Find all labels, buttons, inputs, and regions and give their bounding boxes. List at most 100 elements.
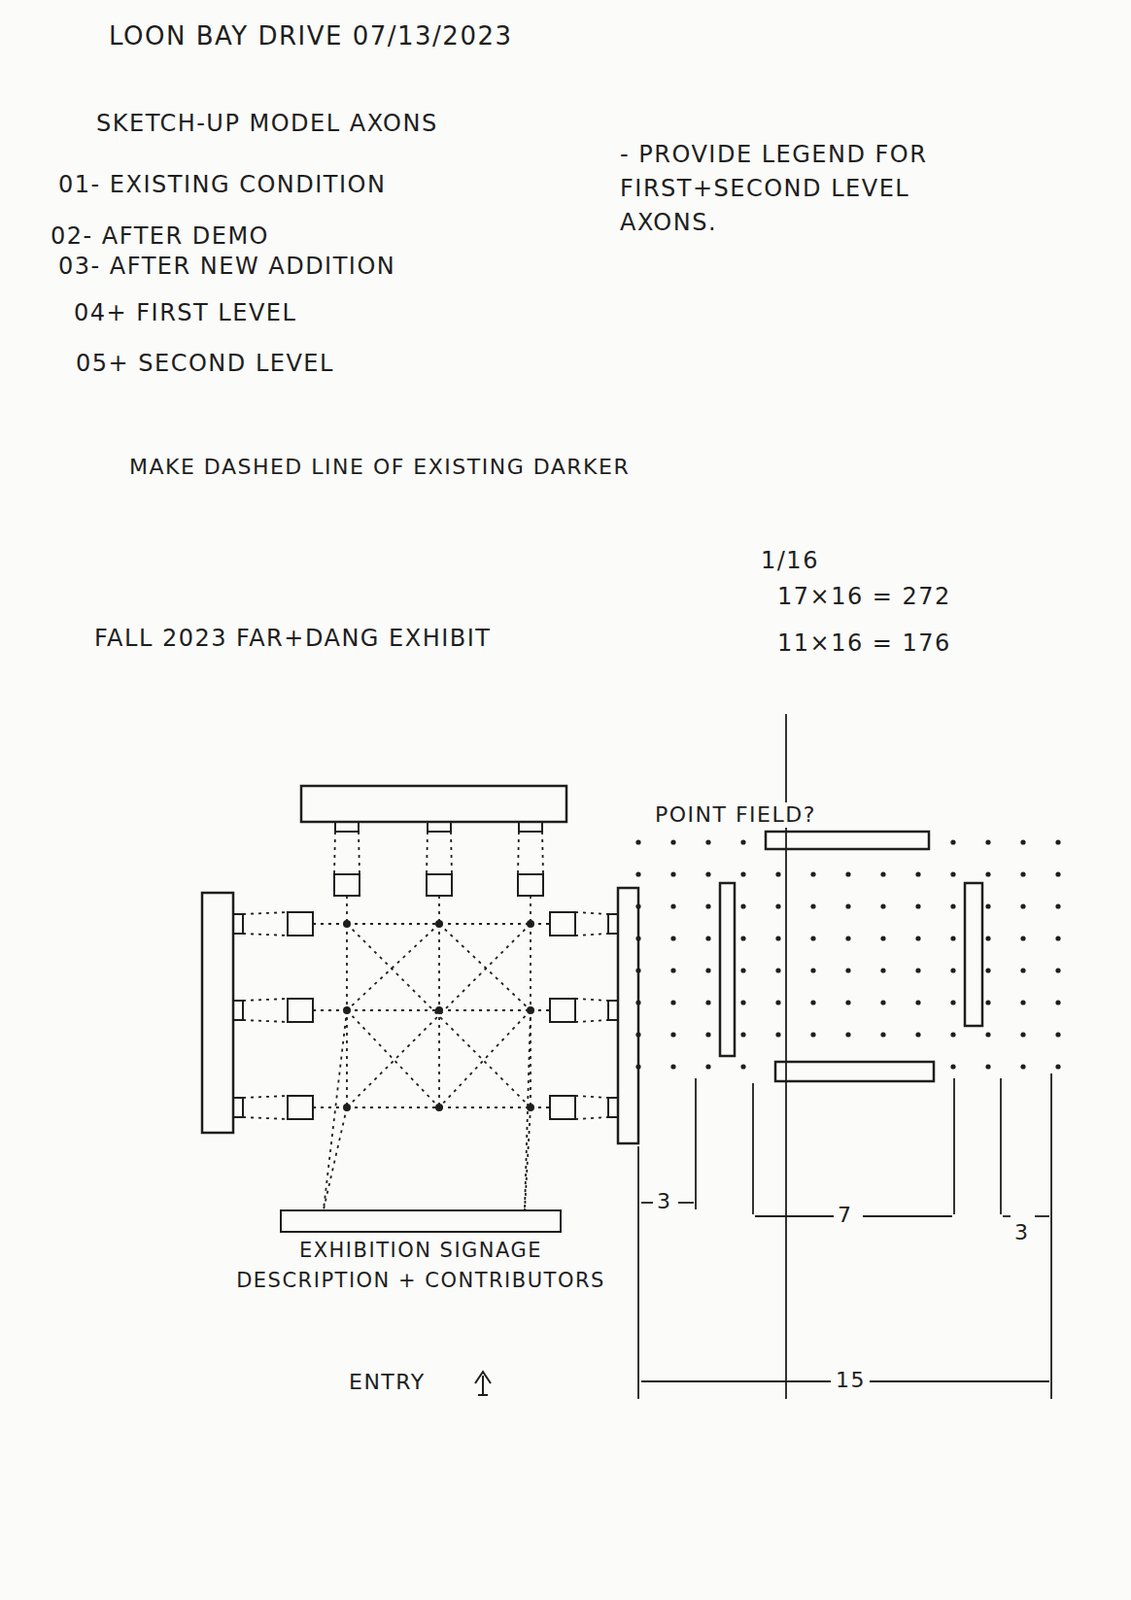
field-point bbox=[950, 935, 956, 941]
field-point bbox=[845, 935, 851, 941]
field-point bbox=[985, 839, 991, 845]
signage-text: EXHIBITION SIGNAGE bbox=[297, 1238, 545, 1264]
field-point bbox=[705, 967, 711, 973]
projector bbox=[233, 1000, 243, 1021]
field-point bbox=[740, 935, 746, 941]
field-point bbox=[775, 967, 781, 973]
dimension: 15 bbox=[833, 1368, 868, 1394]
grid-point bbox=[435, 1006, 444, 1015]
field-panel bbox=[765, 831, 929, 850]
signage-text: DESCRIPTION + CONTRIBUTORS bbox=[234, 1268, 608, 1294]
projector bbox=[608, 1000, 618, 1021]
field-point bbox=[1020, 839, 1026, 845]
grid-point bbox=[435, 920, 444, 928]
field-point bbox=[635, 967, 641, 973]
projector bbox=[287, 1096, 313, 1120]
field-point bbox=[985, 871, 991, 877]
projector bbox=[427, 822, 451, 832]
field-point bbox=[670, 935, 676, 941]
list-item: 02- AFTER DEMO bbox=[48, 222, 272, 251]
field-point bbox=[635, 903, 641, 909]
field-point bbox=[670, 999, 676, 1005]
field-point bbox=[635, 1063, 641, 1069]
field-point bbox=[985, 999, 991, 1005]
field-point bbox=[950, 1031, 956, 1037]
field-point bbox=[740, 999, 746, 1005]
field-point bbox=[635, 1031, 641, 1037]
field-point bbox=[705, 935, 711, 941]
list-item: 04+ FIRST LEVEL bbox=[71, 299, 299, 328]
field-point bbox=[740, 967, 746, 973]
entry-label: ENTRY bbox=[346, 1370, 428, 1396]
field-point bbox=[950, 903, 956, 909]
grid-point bbox=[526, 920, 535, 928]
field-point bbox=[705, 903, 711, 909]
projector bbox=[549, 1096, 576, 1120]
projector bbox=[608, 1097, 618, 1118]
field-point bbox=[810, 999, 816, 1005]
field-point bbox=[845, 1031, 851, 1037]
field-point bbox=[670, 1031, 676, 1037]
field-point bbox=[1020, 1031, 1026, 1037]
calc-note: 17×16 = 272 bbox=[775, 582, 954, 612]
calc-note: 11×16 = 176 bbox=[775, 629, 954, 658]
field-point bbox=[1055, 903, 1061, 909]
field-point bbox=[670, 967, 676, 973]
grid-point bbox=[526, 1006, 535, 1015]
note-text: - PROVIDE LEGEND FOR FIRST+SECOND LEVEL … bbox=[617, 137, 953, 240]
field-point bbox=[915, 903, 921, 909]
scale-note: 1/16 bbox=[758, 547, 822, 576]
field-point bbox=[950, 999, 956, 1005]
grid-point bbox=[526, 1103, 535, 1112]
field-point bbox=[845, 999, 851, 1005]
note-text: SKETCH-UP MODEL AXONS bbox=[94, 109, 441, 138]
field-point bbox=[740, 1031, 746, 1037]
field-point bbox=[705, 1031, 711, 1037]
field-point bbox=[810, 903, 816, 909]
grid-point bbox=[342, 1103, 351, 1112]
dimension: 7 bbox=[835, 1202, 856, 1229]
page-title: LOON BAY DRIVE 07/13/2023 bbox=[106, 21, 515, 52]
field-point bbox=[1020, 871, 1026, 877]
field-point bbox=[705, 871, 711, 877]
point-grid bbox=[342, 920, 535, 1112]
wall-panel bbox=[202, 892, 234, 1133]
field-point bbox=[775, 1031, 781, 1037]
field-point bbox=[845, 967, 851, 973]
field-point bbox=[670, 1063, 676, 1069]
field-point bbox=[845, 871, 851, 877]
field-point bbox=[1055, 935, 1061, 941]
area-label: POINT FIELD? bbox=[652, 802, 819, 828]
projector bbox=[549, 998, 576, 1023]
field-point bbox=[670, 871, 676, 877]
signage-node: EXHIBITION SIGNAGE DESCRIPTION + CONTRIBU… bbox=[228, 1209, 614, 1294]
field-point bbox=[635, 935, 641, 941]
entry-arrow bbox=[475, 1371, 491, 1396]
field-point bbox=[775, 935, 781, 941]
field-point bbox=[1055, 1031, 1061, 1037]
field-point bbox=[775, 903, 781, 909]
point-field bbox=[635, 839, 1061, 1069]
field-point bbox=[1055, 871, 1061, 877]
projector bbox=[335, 822, 359, 832]
projection-lines bbox=[242, 831, 609, 1210]
field-point bbox=[915, 967, 921, 973]
field-point bbox=[1055, 967, 1061, 973]
field-point bbox=[1020, 967, 1026, 973]
field-point bbox=[775, 999, 781, 1005]
field-point bbox=[950, 839, 956, 845]
projector bbox=[608, 914, 618, 934]
field-point bbox=[1020, 903, 1026, 909]
field-point bbox=[880, 1031, 886, 1037]
projector bbox=[517, 874, 544, 896]
signage-panel bbox=[279, 1209, 562, 1234]
field-point bbox=[1055, 839, 1061, 845]
field-point bbox=[740, 1063, 746, 1069]
note-text: FALL 2023 FAR+DANG EXHIBIT bbox=[92, 624, 494, 653]
field-point bbox=[985, 1063, 991, 1069]
field-point bbox=[950, 871, 956, 877]
field-point bbox=[740, 839, 746, 845]
projector-group bbox=[233, 822, 618, 1120]
field-point bbox=[915, 871, 921, 877]
projector bbox=[518, 822, 543, 832]
